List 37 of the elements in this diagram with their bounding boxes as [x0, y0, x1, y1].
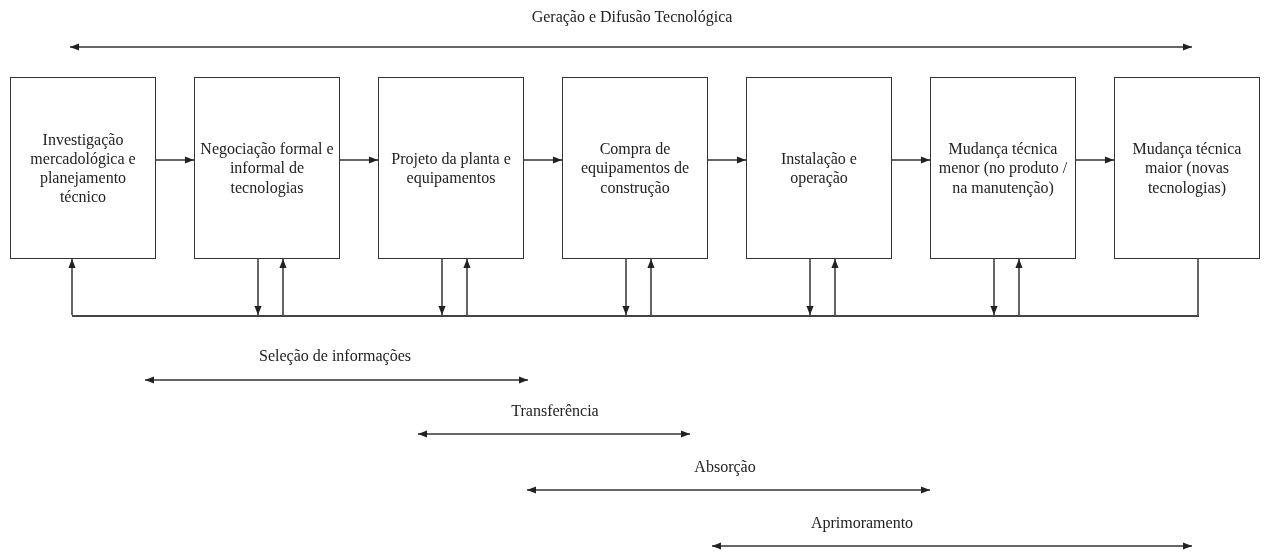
span-label: Absorção	[694, 458, 756, 476]
arrow	[438, 258, 446, 316]
box-text: Projeto da planta e equipamentos	[390, 148, 512, 188]
box-text: Negociação formal e informal de tecnologias	[199, 139, 335, 197]
arrow	[831, 258, 839, 316]
arrow	[523, 156, 563, 164]
arrow	[622, 258, 630, 316]
box-text: Mudança técnica maior (novas tecnologias)	[1131, 139, 1243, 197]
feedback-bus-line	[72, 315, 1199, 317]
span-label: Aprimoramento	[810, 514, 914, 532]
arrow	[891, 156, 931, 164]
arrow	[155, 156, 195, 164]
box-text: Compra de equipamentos de construção	[580, 139, 690, 197]
box-text: Instalação e operação	[780, 148, 858, 188]
arrow	[990, 258, 998, 316]
process-box	[562, 77, 708, 259]
box-text: Investigação mercadológica e planejamento técnico	[29, 129, 137, 207]
arrow	[707, 156, 747, 164]
arrow	[647, 258, 655, 316]
arrow	[339, 156, 379, 164]
arrow	[1075, 156, 1115, 164]
process-box	[10, 77, 156, 259]
arrow	[1015, 258, 1023, 316]
arrow	[68, 258, 76, 316]
span-label: Transferência	[511, 402, 599, 420]
process-box	[746, 77, 892, 259]
arrow	[279, 258, 287, 316]
span-label: Geração e Difusão Tecnológica	[531, 8, 733, 26]
arrow	[463, 258, 471, 316]
process-box	[930, 77, 1076, 259]
process-box	[378, 77, 524, 259]
process-box	[194, 77, 340, 259]
arrow	[806, 258, 814, 316]
span-label: Seleção de informações	[259, 347, 411, 365]
box-text: Mudança técnica menor (no produto / na manutenção)	[937, 139, 1069, 197]
arrow	[254, 258, 262, 316]
process-box	[1114, 77, 1260, 259]
